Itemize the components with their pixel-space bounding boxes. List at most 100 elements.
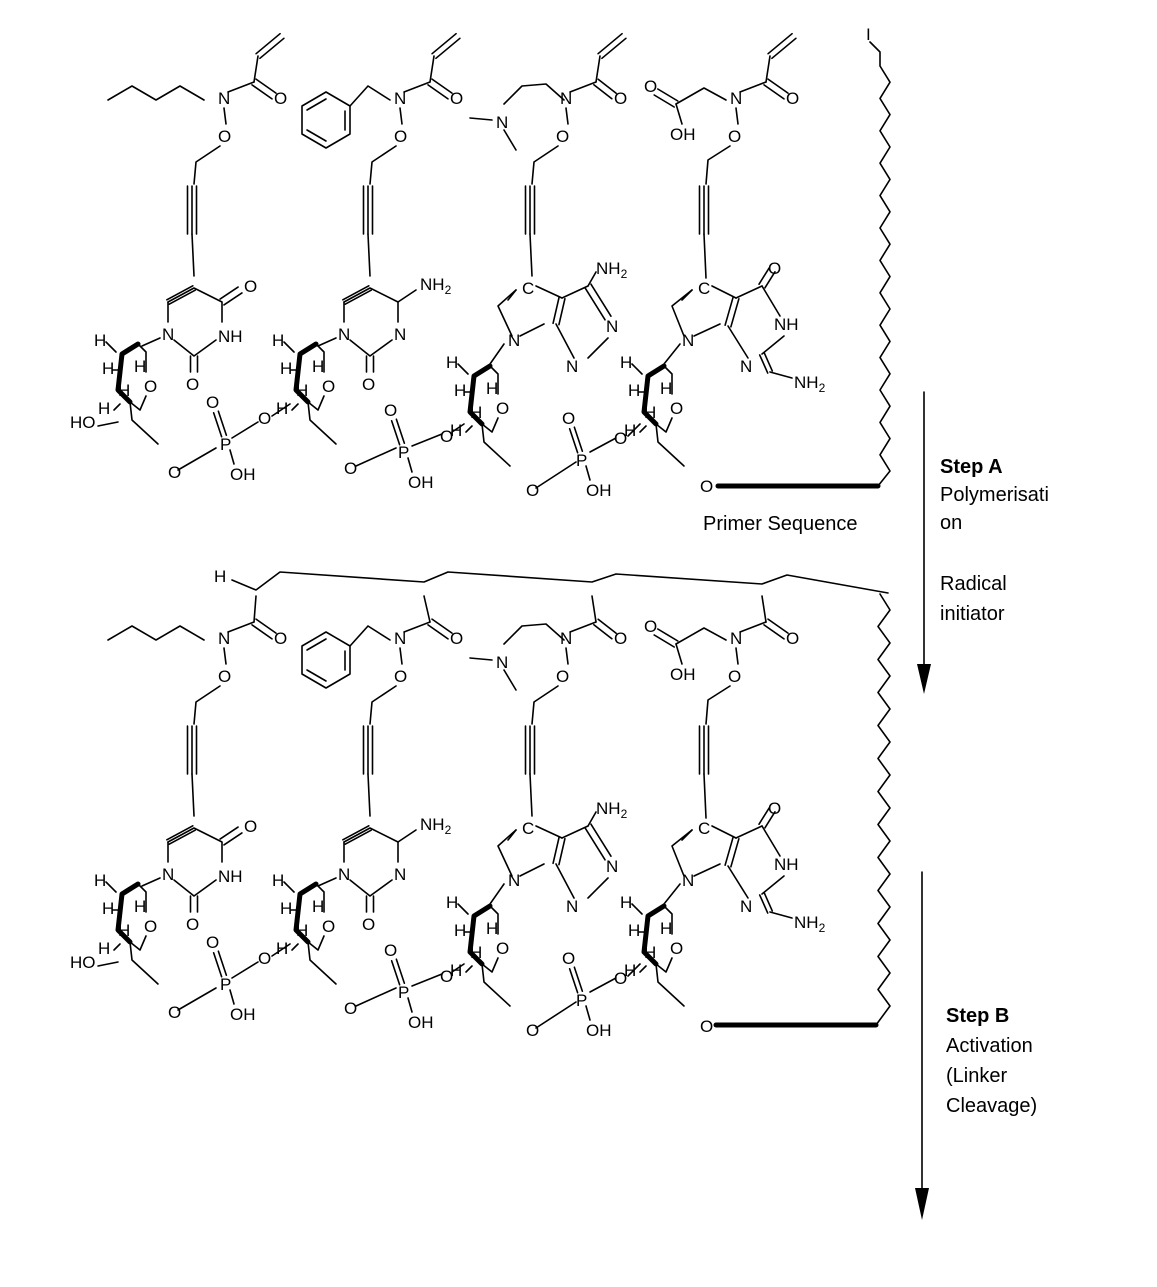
phosphate-oxo: O [206,933,219,952]
guanine-n3: N [740,357,752,376]
carboxyl-hydroxyl: OH [670,125,696,144]
guanine-o6: O [768,799,781,818]
guanine-n1: NH [774,855,799,874]
step-a-title: Step A [940,456,1003,478]
uracil-o4: O [244,277,257,296]
sugar-hydrogen: H [486,919,498,938]
oxyamine-oxygen: O [394,127,407,146]
sugar-hydrogen: H [98,939,110,958]
sugar-hydrogen: H [624,421,636,440]
sugar-hydrogen: H [624,961,636,980]
linker-oxygen: O [700,1017,713,1036]
backbone-terminal-h: H [214,567,226,586]
deaza-carbon: C [698,819,710,838]
sugar-ring-oxygen: O [144,377,157,396]
uracil-o2: O [186,375,199,394]
deaza-carbon: C [522,819,534,838]
step-a-label: Step A Polymerisati on Radical initiator [940,456,1049,625]
sugar-hydrogen: H [644,403,656,422]
step-b-line-3: Cleavage) [946,1095,1037,1117]
deaza-carbon: C [522,279,534,298]
sugar-ring-oxygen: O [670,399,683,418]
uracil-n3: NH [218,867,243,886]
carbonyl-oxygen: O [274,89,287,108]
sugar-hydrogen: H [102,359,114,378]
deaza-n9: N [508,331,520,350]
carbonyl-oxygen: O [786,629,799,648]
carbonyl-oxygen: O [614,629,627,648]
uracil-n1: N [162,325,174,344]
sugar-hydrogen: H [118,921,130,940]
oxyamine-oxygen: O [218,127,231,146]
sugar-hydrogen: H [486,379,498,398]
deaza-n9: N [682,331,694,350]
sugar-hydrogen: H [620,893,632,912]
primer-sequence-label: Primer Sequence [703,513,858,535]
sugar-hydrogen: H [620,353,632,372]
sugar-hydrogen: H [446,353,458,372]
carboxyl-hydroxyl: OH [670,665,696,684]
sugar-hydrogen: H [118,381,130,400]
phosphodiester-oxygen: O [344,999,357,1018]
oxyamine-oxygen: O [728,667,741,686]
dimethylamine-nitrogen: N [496,113,508,132]
carbonyl-oxygen: O [450,89,463,108]
step-a-arrow [917,392,931,694]
sugar-hydrogen: H [470,403,482,422]
adenine-n3: N [566,897,578,916]
deaza-n9: N [508,871,520,890]
uracil-o2: O [186,915,199,934]
adenine-n1: N [606,317,618,336]
sugar-hydrogen: H [644,943,656,962]
cytosine-n3: N [394,865,406,884]
sugar-hydrogen: H [312,897,324,916]
sugar-hydrogen: H [134,897,146,916]
sugar-hydrogen: H [470,943,482,962]
sugar-hydrogen: H [660,919,672,938]
iodine-atom: I [866,25,871,44]
uracil-o4: O [244,817,257,836]
sugar-hydrogen: H [628,921,640,940]
step-a-line-5: initiator [940,603,1005,625]
step-b-line-2: (Linker [946,1065,1007,1087]
sugar-hydrogen: H [94,331,106,350]
sugar-hydrogen: H [660,379,672,398]
oxyamine-oxygen: O [728,127,741,146]
oxyamine-oxygen: O [394,667,407,686]
sugar-hydrogen: H [272,331,284,350]
sugar-hydroxyl: HO [70,413,96,432]
sugar-hydrogen: H [446,893,458,912]
guanine-n1: NH [774,315,799,334]
phosphate-oxo: O [384,941,397,960]
uracil-n3: NH [218,327,243,346]
carbonyl-oxygen: O [614,89,627,108]
sugar-ring-oxygen: O [670,939,683,958]
sugar-hydrogen: H [134,357,146,376]
sugar-hydrogen: H [454,381,466,400]
step-b-label: Step B Activation (Linker Cleavage) [946,1005,1037,1117]
sugar-hydrogen: H [276,939,288,958]
linker-oxygen: O [700,477,713,496]
step-b-line-1: Activation [946,1035,1033,1057]
adenine-amine: NH2 [596,259,628,281]
phosphodiester-oxygen: O [258,409,271,428]
adenine-n1: N [606,857,618,876]
primer-linker-chain-bottom [876,594,890,1025]
guanine-amine: NH2 [794,913,826,935]
sugar-hydrogen: H [102,899,114,918]
carboxyl-oxygen: O [644,617,657,636]
sugar-hydrogen: H [98,399,110,418]
guanine-n3: N [740,897,752,916]
uracil-n1: N [162,865,174,884]
phosphate-hydroxyl: OH [408,1013,434,1032]
sugar-hydrogen: H [454,921,466,940]
oxyamine-oxygen: O [218,667,231,686]
polymer-backbone-chain [232,572,888,593]
phosphate-hydroxyl: OH [408,473,434,492]
cytosine-n1: N [338,325,350,344]
phosphate-hydroxyl: OH [230,465,256,484]
cytosine-amine: NH2 [420,275,452,297]
sugar-ring-oxygen: O [322,917,335,936]
monomer-template-complex: NOONOONONOOOHNOONONHOOHHHHHHOOPOOHONNH2N… [70,34,826,500]
